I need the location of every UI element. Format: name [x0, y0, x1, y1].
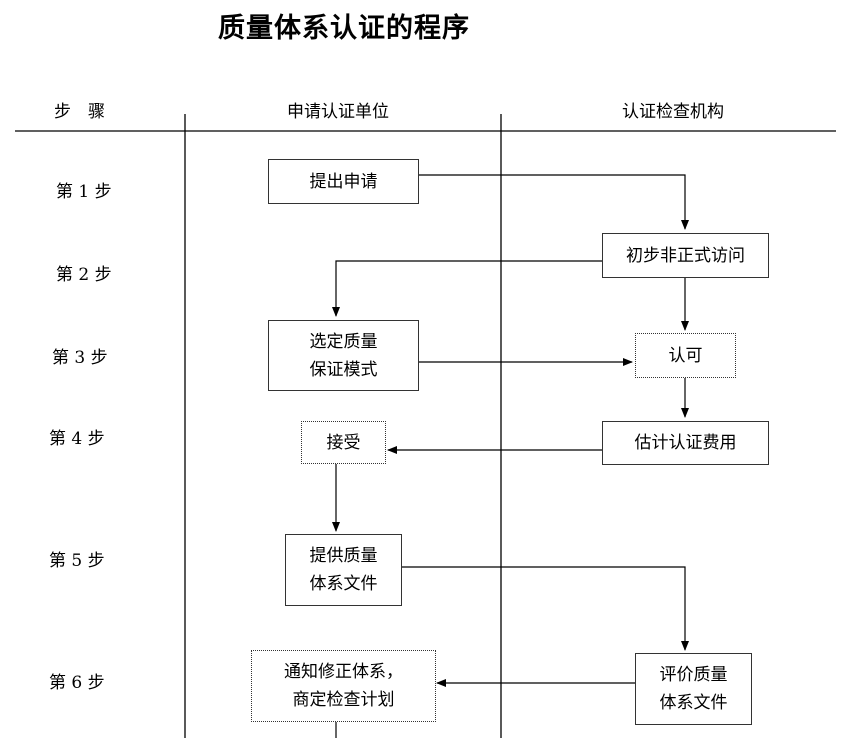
box-provide-docs: 提供质量 体系文件	[285, 534, 402, 606]
box-accept-label: 接受	[326, 432, 361, 453]
box-evaluate-docs-label: 评价质量 体系文件	[659, 665, 728, 713]
box-approve-label: 认可	[668, 345, 703, 366]
box-submit-application-label: 提出申请	[309, 171, 378, 192]
box-notify-revise-label: 通知修正体系， 商定检查计划	[284, 662, 403, 710]
box-estimate-fee-label: 估计认证费用	[634, 433, 737, 453]
arrow-provide-to-evaluate	[402, 566, 689, 651]
page-title: 质量体系认证的程序	[218, 13, 470, 44]
box-provide-docs-label: 提供质量 体系文件	[309, 546, 378, 594]
box-evaluate-docs: 评价质量 体系文件	[635, 653, 752, 725]
box-accept: 接受	[301, 421, 386, 464]
step-6: 第 6 步	[49, 673, 105, 693]
arrow-visit-to-select	[332, 260, 602, 317]
box-informal-visit-label: 初步非正式访问	[626, 245, 745, 266]
column-header-applicant: 申请认证单位	[287, 102, 389, 122]
box-informal-visit: 初步非正式访问	[602, 233, 769, 278]
box-select-model: 选定质量 保证模式	[268, 320, 419, 391]
step-5: 第 5 步	[49, 551, 105, 571]
box-submit-application: 提出申请	[268, 159, 419, 204]
column-header-steps: 步 骤	[54, 102, 105, 122]
step-2: 第 2 步	[56, 265, 112, 285]
box-notify-revise: 通知修正体系， 商定检查计划	[251, 650, 436, 722]
step-3: 第 3 步	[52, 348, 108, 368]
box-select-model-label: 选定质量 保证模式	[309, 331, 378, 380]
arrow-submit-to-visit	[418, 174, 689, 230]
step-4: 第 4 步	[49, 429, 105, 449]
column-header-certifier: 认证检查机构	[622, 102, 724, 122]
step-1: 第 1 步	[56, 182, 112, 202]
box-estimate-fee: 估计认证费用	[602, 421, 769, 465]
box-approve: 认可	[635, 333, 736, 378]
